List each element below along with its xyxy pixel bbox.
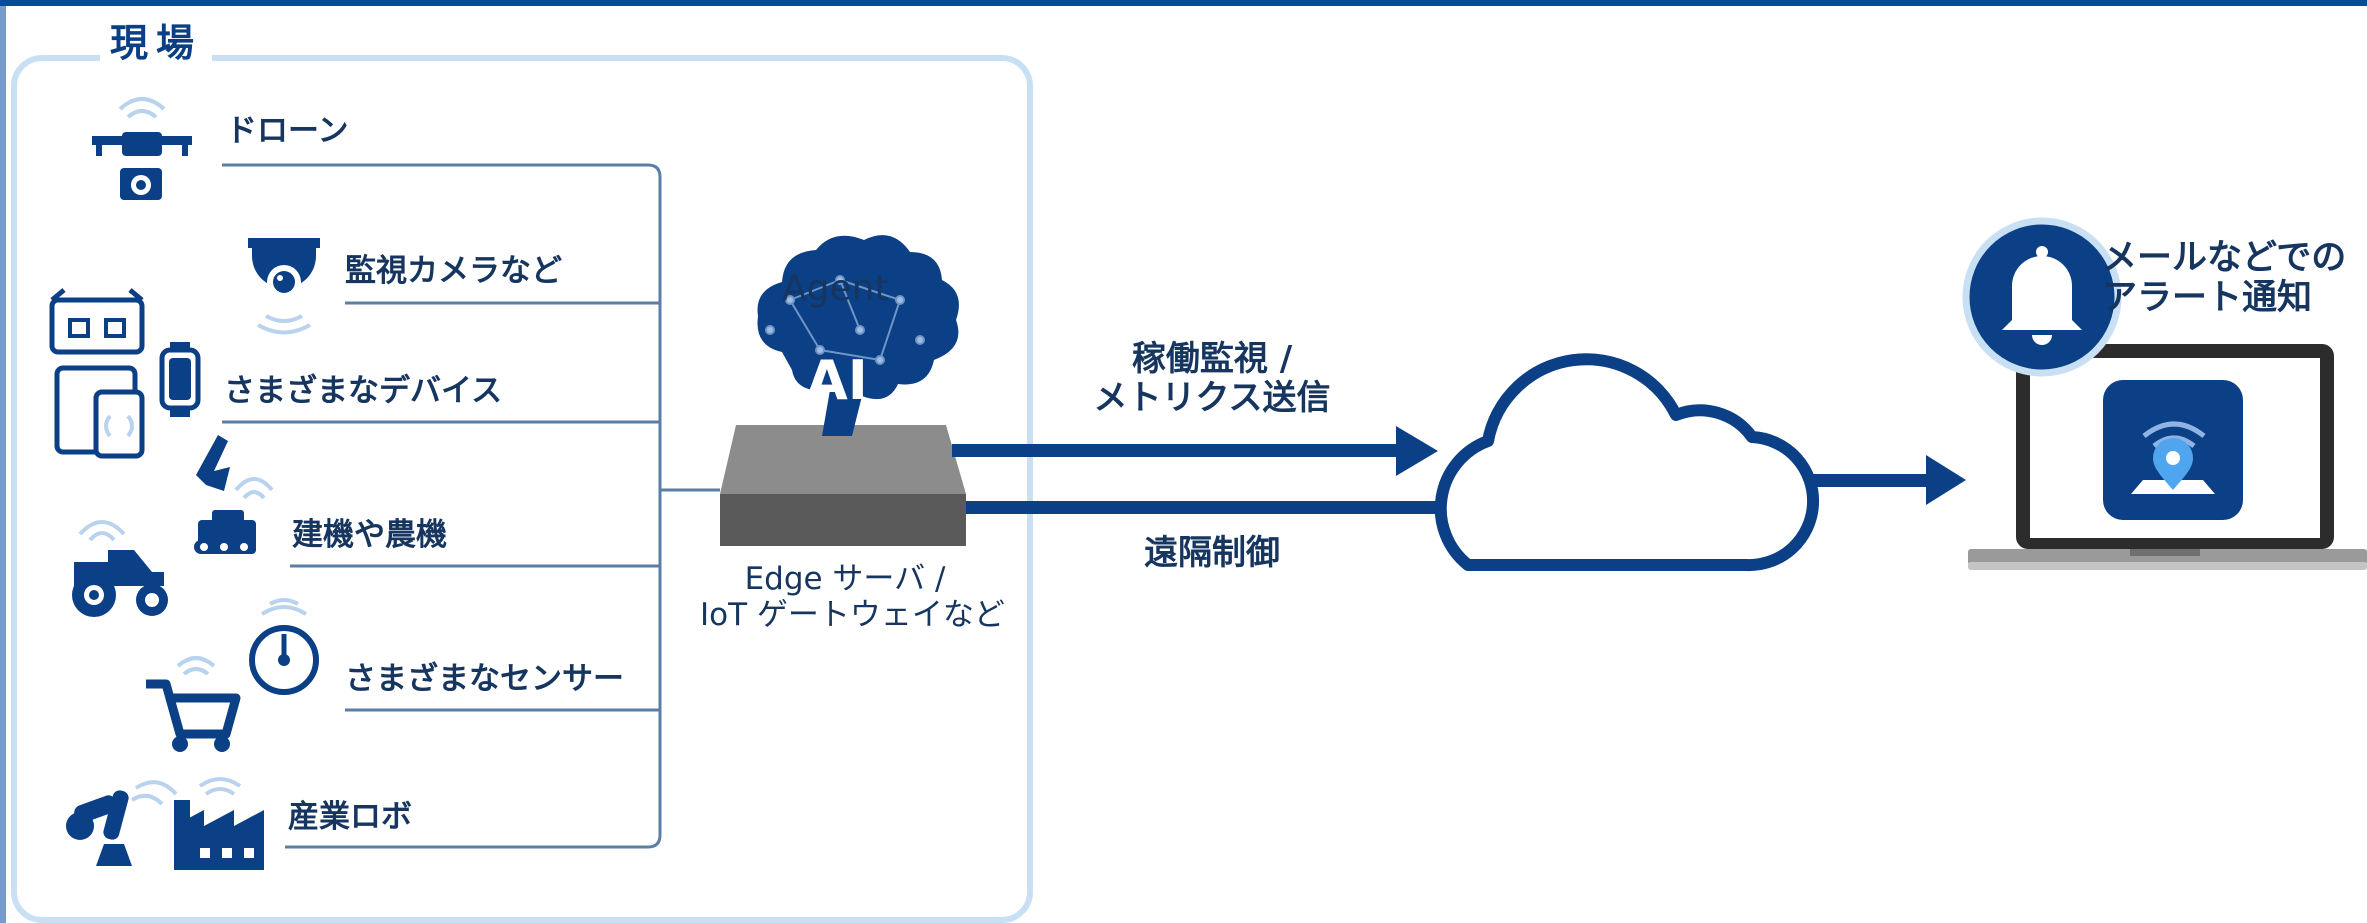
cloud-icon: [1434, 353, 1820, 572]
construction-machine-icon: [72, 435, 274, 617]
edge-label-line2: IoT ゲートウェイなど: [700, 596, 1005, 633]
device-label-robots: 産業ロボ: [288, 799, 412, 835]
bell-icon: [1962, 217, 2122, 377]
notification-line2: アラート通知: [2102, 278, 2313, 319]
site-title: 現場: [100, 21, 213, 66]
top-bar: [0, 0, 2367, 6]
sensor-gauge-icon: [249, 598, 319, 695]
notification-label: メールなどでの アラート通知: [2102, 238, 2346, 319]
shopping-cart-icon: [146, 656, 241, 752]
flow-arrows: [952, 426, 1966, 514]
security-camera-icon: [248, 238, 320, 335]
drone-icon: [92, 97, 192, 200]
location-app-icon: [2103, 380, 2243, 520]
industrial-robot-icon: [66, 780, 178, 866]
upload-flow-label: 稼働監視 / メトリクス送信: [1062, 339, 1362, 419]
device-label-camera: 監視カメラなど: [345, 253, 562, 289]
device-label-devices: さまざまなデバイス: [224, 373, 503, 409]
factory-icon: [174, 777, 264, 870]
upload-label-line2: メトリクス送信: [1093, 378, 1331, 419]
ai-label: AI: [806, 349, 868, 412]
edge-server-label: Edge サーバ / IoT ゲートウェイなど: [700, 561, 1005, 633]
device-label-sensors: さまざまなセンサー: [345, 661, 624, 697]
edge-server: [720, 425, 966, 546]
device-label-drone: ドローン: [226, 113, 349, 149]
agent-label: Agent: [782, 268, 889, 309]
edge-label-line1: Edge サーバ /: [744, 561, 946, 597]
ai-brain-icon: [757, 235, 959, 436]
device-label-machines: 建機や農機: [292, 517, 447, 553]
left-edge-bar: [0, 0, 6, 923]
devices-icon: [49, 288, 201, 459]
remote-control-label: 遠隔制御: [1144, 533, 1280, 573]
device-connectors: [222, 163, 720, 849]
upload-label-line1: 稼働監視 /: [1131, 339, 1293, 379]
notification-line1: メールなどでの: [2102, 238, 2347, 278]
site-frame: [11, 55, 1033, 923]
